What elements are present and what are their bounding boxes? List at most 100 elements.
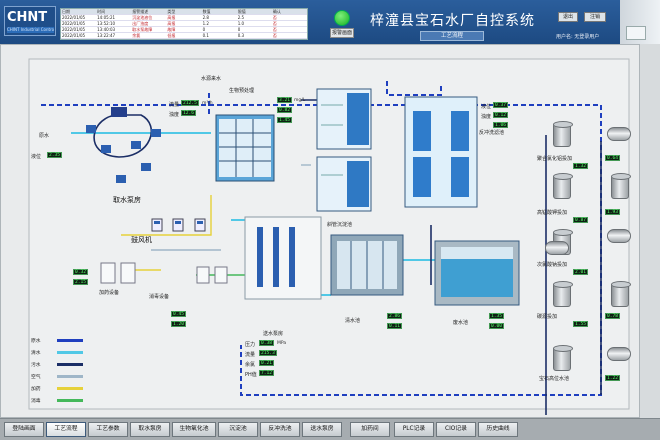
horizontal-tank[interactable] <box>545 241 569 255</box>
alarm-screen-button[interactable]: 报警画面 <box>330 28 354 38</box>
process-diagram <box>28 58 630 415</box>
window-control[interactable] <box>626 26 646 40</box>
chemical-tank[interactable] <box>611 173 631 199</box>
nav-button-cio-log[interactable]: CIO记录 <box>436 422 476 437</box>
dose-readout-1: 0.32 <box>73 269 89 275</box>
chemical-tank[interactable] <box>553 345 573 371</box>
nav-button-bio-oxidation[interactable]: 生物氧化池 <box>172 422 216 437</box>
value-label: 浊度 <box>481 114 492 120</box>
pump-readout-2: 215.3 <box>259 350 277 356</box>
alarm-cell: 否 <box>272 21 277 26</box>
alarm-table-row[interactable]: 2022/01/05 14:05:21 沉淀池液位 高报 2.8 2.5 否 <box>61 15 307 21</box>
value-label: 浊度 <box>169 112 180 118</box>
alarm-col-header: 时间 <box>97 9 106 14</box>
disinfection-readout-1: 0.45 <box>171 311 187 317</box>
clear-water-tank <box>330 234 404 296</box>
chint-logo: CHNT CHINT Industrial Control <box>4 6 56 36</box>
legend-item: 加药 <box>31 385 91 393</box>
value-label: 余氯 <box>245 362 256 368</box>
label-chem-2: 高锰酸钾投加 <box>537 210 568 216</box>
label-raw-water: 原水 <box>39 133 50 139</box>
label-intake-pump-house: 取水泵房 <box>113 196 141 204</box>
alarm-cell: 13:22:47 <box>97 33 116 38</box>
sewage-pipes <box>93 99 602 415</box>
air-pipes <box>151 164 311 251</box>
right-edge-panel <box>620 0 660 44</box>
alarm-col-header: 数值 <box>202 9 211 14</box>
nav-button-water-pump[interactable]: 送水泵房 <box>302 422 342 437</box>
legend-swatch <box>57 399 83 402</box>
nav-button-process-params[interactable]: 工艺参数 <box>88 422 128 437</box>
pump-readout-1: 0.38 <box>259 340 275 346</box>
page-subtitle: 工艺流程 <box>420 31 484 41</box>
chemical-tank[interactable] <box>553 173 573 199</box>
pump-readout-3: 0.21 <box>259 360 275 366</box>
intake-flow-readout: 212.5 <box>181 100 199 106</box>
horizontal-tank[interactable] <box>607 229 631 243</box>
nav-button-login[interactable]: 登陆画面 <box>4 422 44 437</box>
horizontal-tank[interactable] <box>607 127 631 141</box>
label-blower: 鼓风机 <box>131 236 152 244</box>
clear-well-readout-2: 0.11 <box>387 323 403 329</box>
legend-swatch <box>57 387 83 390</box>
intake-level-readout: 2.35 <box>47 152 63 158</box>
alarm-col-header: 日期 <box>62 9 70 14</box>
legend-item: 污水 <box>31 361 91 369</box>
nav-button-history-trend[interactable]: 历史曲线 <box>478 422 518 437</box>
alarm-cell: 1.0 <box>237 21 245 26</box>
alarm-cell: 高报 <box>167 21 176 26</box>
chemical-tank[interactable] <box>553 281 573 307</box>
tank-readout-2: 0.87 <box>573 217 589 223</box>
legend-label: 空气 <box>31 375 41 380</box>
disinfection-readout-2: 1.20 <box>171 321 187 327</box>
tank-readout-8: 1.22 <box>605 375 621 381</box>
unit-label: mg/L <box>294 98 306 103</box>
bio-readout-1: 3.21 <box>277 97 293 103</box>
filter-readout-2: 0.12 <box>493 112 509 118</box>
label-inclined-tube: 斜管沉淀池 <box>327 222 353 228</box>
waste-readout-1: 1.35 <box>489 313 505 319</box>
alarm-table-row[interactable]: 2022/01/05 13:22:47 余氯 低报 0.1 0.3 否 <box>61 33 307 39</box>
legend-item: 消毒 <box>31 397 91 405</box>
nav-button-intake-pump[interactable]: 取水泵房 <box>130 422 170 437</box>
logout-button[interactable]: 注销 <box>584 12 606 22</box>
label-chem-4: 碳源投加 <box>537 314 558 320</box>
user-label: 用户名: 无登录用户 <box>556 34 600 40</box>
waste-water-tank <box>434 240 520 306</box>
alarm-table-row[interactable]: 2022/01/05 13:52:10 出厂浊度 高报 1.2 1.0 否 <box>61 21 307 27</box>
legend-item: 原水 <box>31 337 91 345</box>
label-chem-5: 宝石高位水池 <box>539 376 570 382</box>
value-label: PH值 <box>245 372 257 378</box>
alarm-cell: 2022/01/05 <box>62 15 86 20</box>
legend-label: 加药 <box>31 387 41 392</box>
nav-button-backwash[interactable]: 反冲洗池 <box>260 422 300 437</box>
exit-button[interactable]: 退出 <box>558 12 578 22</box>
horizontal-tank[interactable] <box>607 347 631 361</box>
legend-label: 污水 <box>31 363 41 368</box>
nav-button-process-flow[interactable]: 工艺流程 <box>46 422 86 437</box>
app-title: 梓潼县宝石水厂自控系统 <box>370 13 535 29</box>
clear-well-readout-1: 2.86 <box>387 313 403 319</box>
label-water-pump-house: 送水泵房 <box>263 331 284 337</box>
alarm-cell: 0 <box>202 27 206 32</box>
chemical-tank[interactable] <box>553 121 573 147</box>
dosing-tanks <box>100 262 228 284</box>
dose-readout-2: 2.15 <box>73 279 89 285</box>
alarm-cell: 0.3 <box>237 33 245 38</box>
alarm-cell: 2.5 <box>237 15 245 20</box>
chemical-tank[interactable] <box>611 281 631 307</box>
value-label: 液位 <box>481 104 492 110</box>
alarm-table-row[interactable]: 2022/01/05 13:40:03 取水泵故障 故障 0 0 否 <box>61 27 307 33</box>
nav-button-dosing-room[interactable]: 加药间 <box>350 422 390 437</box>
bio-readout-2: 0.82 <box>277 107 293 113</box>
alarm-cell: 2022/01/05 <box>62 21 86 26</box>
legend-label: 消毒 <box>31 399 41 404</box>
alarm-cell: 0.1 <box>202 33 209 38</box>
alarm-table[interactable]: 日期 时间 报警描述 类型 数值 限值 确认 2022/01/05 14:05:… <box>60 8 308 40</box>
intake-turb-readout: 12.6 <box>181 110 197 116</box>
nav-button-sedimentation[interactable]: 沉淀池 <box>218 422 258 437</box>
nav-button-plc-log[interactable]: PLC记录 <box>394 422 434 437</box>
tank-readout-1: 1.32 <box>573 163 589 169</box>
blower-units <box>151 218 206 232</box>
label-disinfection-equipment: 消毒设备 <box>149 294 170 300</box>
